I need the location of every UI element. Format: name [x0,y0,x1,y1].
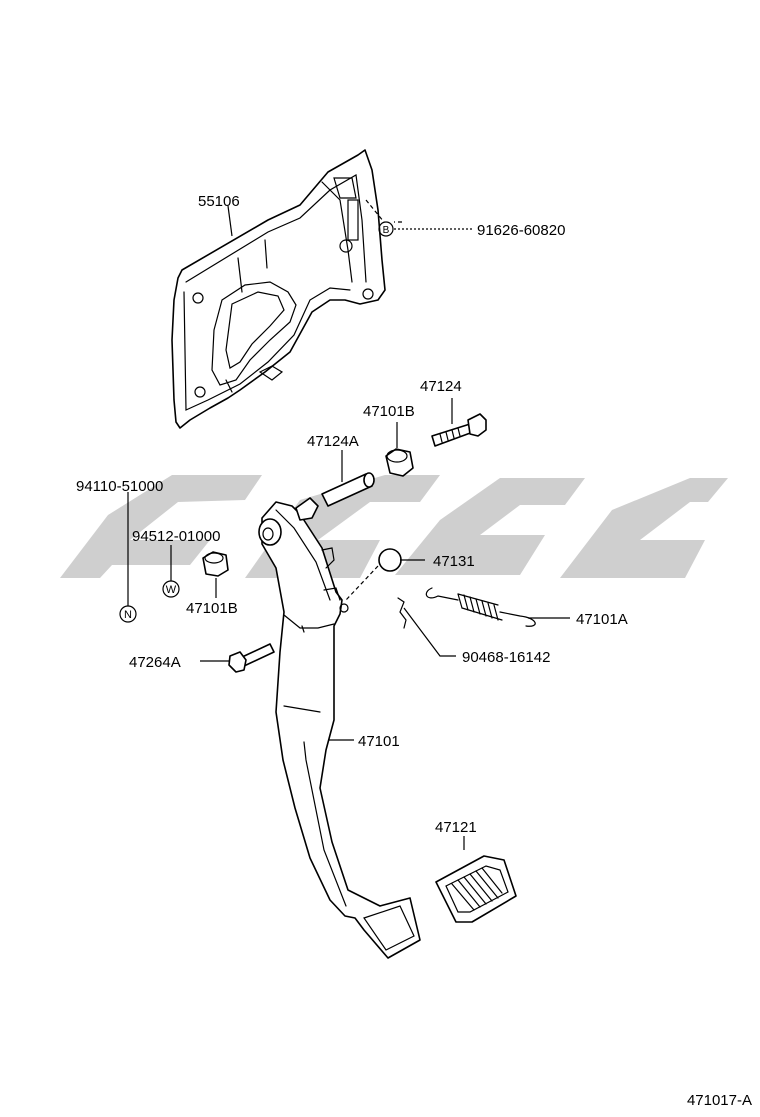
label-47101A: 47101A [576,611,628,628]
label-94110-51000: 94110-51000 [76,478,163,495]
figure-id: 471017-A [687,1092,752,1109]
spring-47101A [425,587,536,627]
leader-lines [127,205,570,850]
label-47124: 47124 [420,378,462,395]
clip-90468 [397,597,407,629]
callout-n-symbol: N [119,605,137,623]
label-47101B-left: 47101B [186,600,238,617]
pedal-arm-47101 [258,497,421,959]
label-91626-60820: 91626-60820 [477,222,565,239]
stopper-47131 [378,548,402,572]
callout-b-letter: B [383,225,390,236]
label-47264A: 47264A [129,654,181,671]
label-55106: 55106 [198,193,240,210]
collar-47124A [321,472,375,507]
label-47124A: 47124A [307,433,359,450]
bushing-47101B-top [385,448,414,477]
callout-n-letter: N [124,609,132,621]
label-94512-01000: 94512-01000 [132,528,220,545]
label-47121: 47121 [435,819,477,836]
label-47101B-top: 47101B [363,403,415,420]
bushing-47101B-left [202,551,229,577]
label-90468-16142: 90468-16142 [462,649,550,666]
bolt-47124 [431,413,487,447]
pin-47264A [228,643,275,673]
label-47131: 47131 [433,553,475,570]
callout-w-letter: W [166,584,177,596]
callout-b-symbol: B [378,221,394,237]
callout-w-symbol: W [162,580,180,598]
label-47101: 47101 [358,733,400,750]
pedal-pad-47121 [435,855,517,923]
bracket-55106 [171,149,386,429]
